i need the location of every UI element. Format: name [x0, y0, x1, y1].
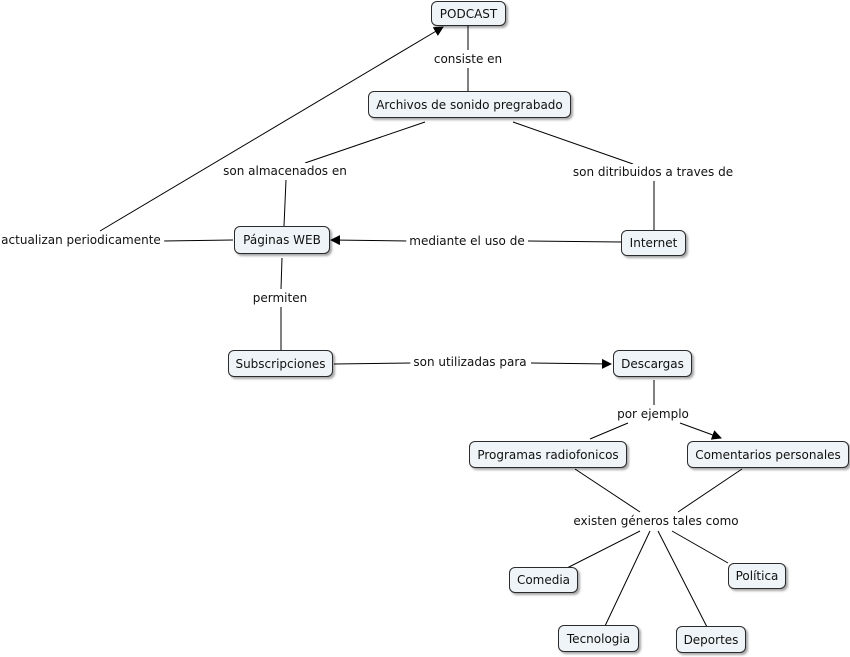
- link-permiten: permiten: [249, 290, 311, 306]
- concept-comedia[interactable]: Comedia: [509, 567, 578, 593]
- link-son-utilizadas-para: son utilizadas para: [410, 354, 530, 370]
- link-por-ejemplo: por ejemplo: [614, 406, 692, 422]
- concept-comentarios-personales[interactable]: Comentarios personales: [687, 441, 849, 468]
- link-mediante-el-uso-de: mediante el uso de: [406, 233, 528, 249]
- concept-archivos-sonido[interactable]: Archivos de sonido pregrabado: [368, 91, 571, 118]
- concept-tecnologia[interactable]: Tecnologia: [558, 625, 639, 652]
- concept-descargas[interactable]: Descargas: [613, 350, 692, 377]
- concept-deportes[interactable]: Deportes: [676, 626, 746, 653]
- concept-subscripciones[interactable]: Subscripciones: [228, 350, 333, 377]
- link-existen-generos: existen géneros tales como: [570, 513, 742, 529]
- link-son-almacenados-en: son almacenados en: [220, 163, 350, 179]
- concept-internet[interactable]: Internet: [621, 230, 686, 256]
- concept-programas-radiofonicos[interactable]: Programas radiofonicos: [469, 441, 627, 468]
- link-consiste-en: consiste en: [430, 51, 506, 67]
- concept-podcast[interactable]: PODCAST: [431, 1, 506, 26]
- link-son-distribuidos: son ditribuidos a traves de: [569, 164, 737, 180]
- link-actualizan-periodicamente: actualizan periodicamente: [0, 232, 164, 248]
- concept-paginas-web[interactable]: Páginas WEB: [234, 226, 330, 254]
- concept-politica[interactable]: Política: [728, 563, 786, 589]
